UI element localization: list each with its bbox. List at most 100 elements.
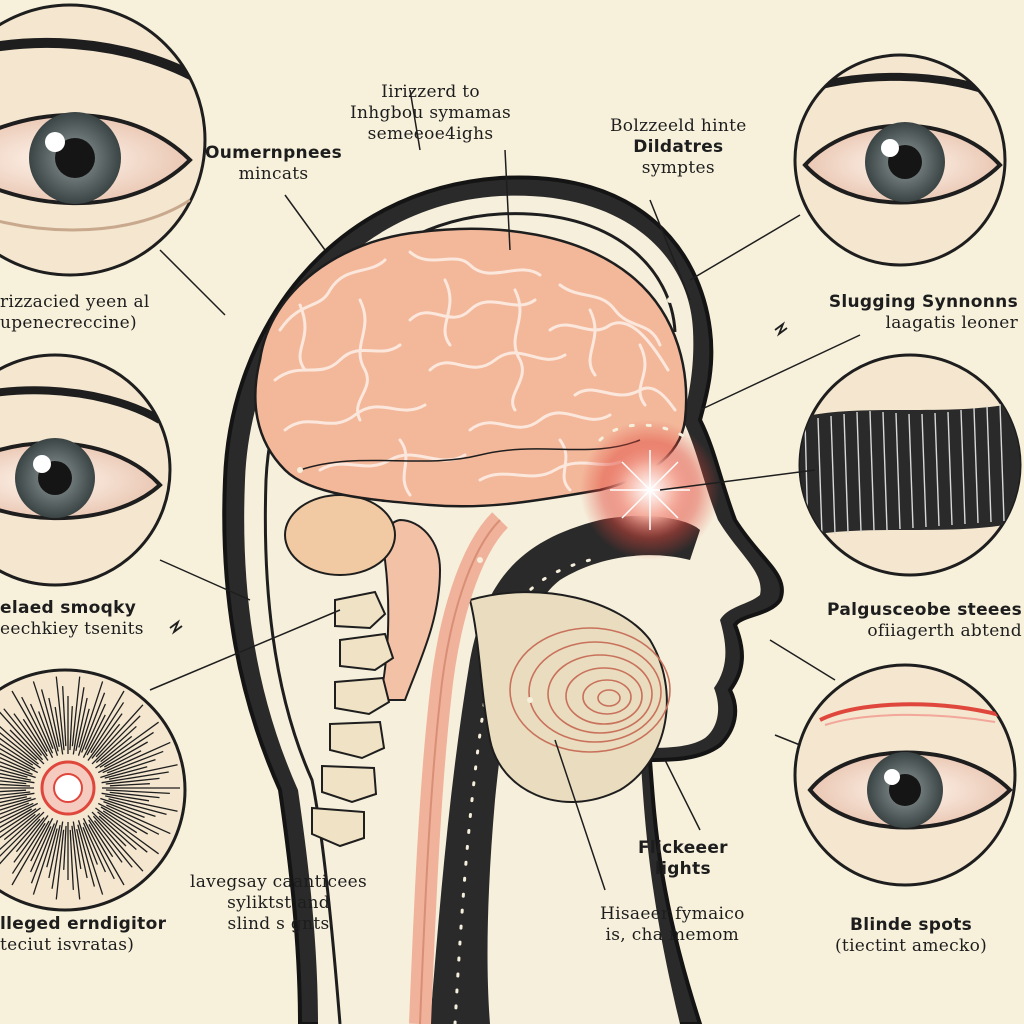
burst-ray bbox=[93, 820, 133, 868]
burst-ray bbox=[55, 676, 65, 751]
burst-ray bbox=[9, 729, 45, 765]
burst-ray bbox=[95, 704, 144, 758]
burst-ray bbox=[103, 801, 145, 818]
burst-ray bbox=[81, 692, 106, 753]
burst-ray bbox=[0, 792, 35, 805]
burst-ray bbox=[76, 828, 88, 879]
label-top-right: Bolzzeeld hinte Dildatres symptes bbox=[610, 116, 747, 178]
burst-ray bbox=[0, 802, 34, 835]
burst-circle-bottom-left bbox=[0, 668, 187, 912]
burst-ray bbox=[29, 703, 54, 754]
burst-ray bbox=[11, 820, 50, 886]
label-top-left: Oumernpnees mincats bbox=[205, 143, 343, 184]
burst-ray bbox=[98, 815, 137, 851]
burst-ray bbox=[97, 811, 148, 853]
eye-circle-bottom-right bbox=[793, 663, 1017, 887]
burst-ray bbox=[0, 764, 31, 781]
burst-ray bbox=[82, 817, 115, 880]
burst-ray bbox=[104, 766, 148, 779]
burst-ray bbox=[0, 797, 32, 810]
burst-ray bbox=[48, 697, 60, 748]
label-bottom-center-left: lavegsay caanticees syliktst and slind s… bbox=[190, 872, 368, 934]
burst-ray bbox=[0, 741, 39, 774]
burst-ray bbox=[0, 742, 34, 766]
burst-ray bbox=[0, 758, 36, 779]
burst-ray bbox=[71, 825, 81, 900]
burst-ray bbox=[102, 810, 138, 834]
label-bottom-center-right: Hisaeer fymaico is, cha memom bbox=[600, 904, 745, 945]
burst-ray bbox=[69, 829, 74, 890]
burst-ray bbox=[21, 696, 54, 759]
burst-ray bbox=[84, 703, 107, 750]
brain bbox=[254, 227, 688, 508]
burst-ray bbox=[75, 697, 88, 751]
burst-ray bbox=[82, 714, 106, 759]
burst-ray bbox=[105, 795, 178, 812]
burst-ray bbox=[32, 820, 59, 895]
burst-ray bbox=[38, 711, 54, 750]
label-bottom-right: Blinde spots (tiectint amecko) bbox=[835, 915, 988, 956]
burst-ray bbox=[3, 813, 36, 841]
burst-ray bbox=[0, 796, 28, 812]
burst-ray bbox=[0, 802, 30, 826]
nerve-dots bbox=[287, 232, 673, 903]
burst-ray bbox=[97, 750, 142, 774]
burst-ray bbox=[82, 826, 98, 865]
vertebrae bbox=[311, 590, 395, 848]
burst-ray bbox=[11, 690, 48, 752]
throat bbox=[430, 515, 700, 1024]
burst-ray bbox=[0, 758, 33, 775]
cerebellum bbox=[284, 494, 396, 576]
burst-ray bbox=[3, 708, 43, 756]
burst-ray bbox=[77, 681, 104, 756]
pattern-circle-mid-right bbox=[798, 353, 1022, 577]
burst-ray bbox=[101, 771, 169, 784]
burst-ray bbox=[95, 725, 137, 764]
burst-ray bbox=[108, 764, 178, 780]
label-flicker-lights: Flickeeer lights bbox=[638, 838, 728, 879]
burst-ray bbox=[0, 782, 31, 787]
burst-ray bbox=[95, 807, 159, 855]
burst-ray bbox=[40, 689, 59, 752]
burst-ray bbox=[0, 741, 30, 772]
eye-circle-top-left bbox=[0, 3, 207, 277]
burst-ray bbox=[48, 825, 61, 879]
burst-ray bbox=[0, 774, 35, 784]
burst-ray bbox=[77, 824, 96, 887]
burst-ray bbox=[69, 706, 73, 751]
label-bottom-left: lleged erndigitor teciut isvratas) bbox=[0, 914, 167, 955]
burst-ray bbox=[63, 825, 67, 870]
burst-ray bbox=[108, 798, 167, 816]
burst-ray bbox=[0, 808, 37, 845]
burst-ray bbox=[0, 725, 38, 761]
burst-ray bbox=[15, 817, 45, 853]
label-mid-right-lower: Palgusceobe steees ofiiagerth abtend bbox=[827, 600, 1022, 641]
burst-ray bbox=[72, 687, 85, 755]
burst-ray bbox=[0, 802, 39, 826]
burst-ray bbox=[0, 789, 27, 793]
burst-ray bbox=[0, 818, 41, 872]
label-mid-left-upper: rizzacied yeen al upenecreccine) bbox=[0, 292, 150, 333]
burst-ray bbox=[0, 811, 45, 861]
burst-ray bbox=[100, 735, 133, 763]
burst-ray bbox=[54, 706, 64, 755]
burst-ray bbox=[13, 713, 49, 761]
burst-ray bbox=[109, 791, 160, 799]
burst-ray bbox=[22, 718, 48, 757]
burst-ray bbox=[0, 723, 39, 765]
burst-ray bbox=[104, 741, 148, 768]
burst-ray bbox=[46, 828, 58, 868]
burst-ray bbox=[105, 777, 160, 785]
burst-ray bbox=[97, 802, 160, 835]
burst-ray bbox=[0, 812, 41, 851]
tongue-swirl bbox=[509, 627, 671, 753]
burst-ray bbox=[90, 702, 125, 754]
burst-ray bbox=[91, 723, 121, 759]
burst-ray bbox=[30, 817, 54, 862]
burst-ray bbox=[88, 824, 125, 886]
burst-ray bbox=[30, 823, 55, 884]
burst-ray bbox=[100, 758, 156, 779]
optic-flash bbox=[580, 420, 720, 560]
